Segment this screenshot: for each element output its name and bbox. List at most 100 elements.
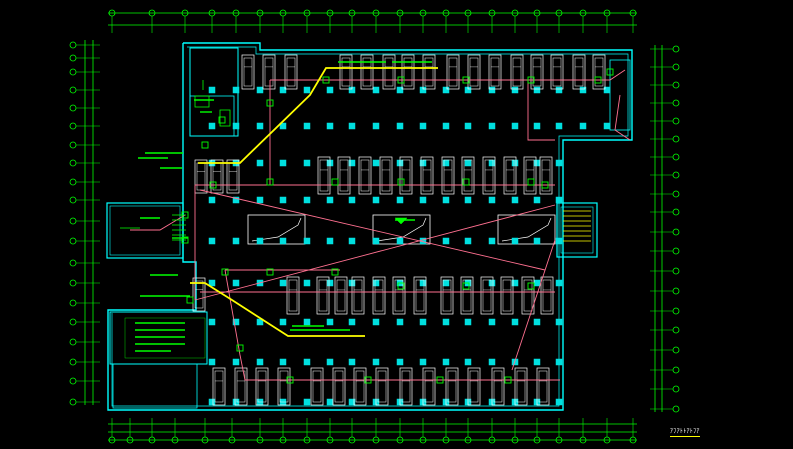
column (555, 86, 563, 94)
column (279, 279, 287, 287)
light-fixture (286, 376, 294, 384)
car-body (516, 370, 526, 403)
light-fixture (527, 76, 535, 84)
car-body (360, 159, 370, 192)
column (419, 279, 427, 287)
column (555, 237, 563, 245)
annotation-marks (120, 61, 432, 359)
column (464, 196, 472, 204)
column (348, 358, 356, 366)
vent-shaft (247, 214, 306, 245)
shaft-slope-line (501, 217, 552, 242)
parking-stall (255, 367, 269, 406)
column (208, 279, 216, 287)
cable-tray-run (198, 67, 438, 164)
column (419, 358, 427, 366)
axis-bubble (69, 159, 77, 167)
column (326, 196, 334, 204)
circuit-line (194, 204, 556, 301)
parking-stall (334, 276, 348, 315)
parking-stall (353, 367, 367, 406)
parking-stall (491, 367, 505, 406)
column (348, 398, 356, 406)
fire-light-symbol (394, 217, 408, 225)
parking-stall (413, 276, 427, 315)
axis-bubble (672, 99, 680, 107)
light-fixture (527, 282, 535, 290)
parking-stall (441, 156, 455, 195)
car-body (264, 57, 274, 87)
car-body (542, 279, 552, 312)
light-fixture (218, 116, 226, 124)
light-fixture (436, 376, 444, 384)
parking-stall (446, 54, 460, 90)
car-body (288, 279, 298, 312)
axis-bubble (69, 338, 77, 346)
car-body (312, 370, 322, 403)
column (464, 122, 472, 130)
axis-bubble (69, 141, 77, 149)
axis-bubble (672, 81, 680, 89)
circuit-line (511, 239, 556, 371)
parking-stall (317, 156, 331, 195)
column (396, 318, 404, 326)
car-body (525, 159, 535, 192)
column (555, 279, 563, 287)
axis-grid-dimensions (69, 9, 680, 444)
column (372, 237, 380, 245)
column (396, 86, 404, 94)
axis-bubble (69, 68, 77, 76)
power-room (189, 95, 235, 137)
axis-bubble (672, 405, 680, 413)
column (256, 358, 264, 366)
axis-bubble (69, 259, 77, 267)
parking-stall (572, 54, 586, 90)
column (533, 358, 541, 366)
column (279, 237, 287, 245)
column (533, 279, 541, 287)
column (208, 318, 216, 326)
distribution-panel (219, 109, 231, 127)
axis-bubble (672, 45, 680, 53)
column (303, 159, 311, 167)
shaft-slope-line (376, 217, 427, 242)
parking-stall (284, 54, 298, 90)
car-body (484, 159, 494, 192)
car-body (401, 159, 411, 192)
column (326, 122, 334, 130)
column (442, 279, 450, 287)
column (208, 196, 216, 204)
light-fixture (221, 268, 229, 276)
parking-stall (592, 54, 606, 90)
column (488, 318, 496, 326)
column (279, 122, 287, 130)
parking-stall (310, 367, 324, 406)
car-body (447, 370, 457, 403)
column (511, 196, 519, 204)
column (533, 86, 541, 94)
column (256, 237, 264, 245)
axis-bubble (672, 117, 680, 125)
column (555, 318, 563, 326)
circuit-line (224, 269, 560, 381)
column (326, 279, 334, 287)
column (442, 237, 450, 245)
car-body (512, 57, 522, 87)
parking-stall (422, 367, 436, 406)
column (511, 279, 519, 287)
parking-stall (192, 277, 206, 312)
parking-stall (503, 156, 517, 195)
light-fixture (527, 178, 535, 186)
car-body (374, 279, 384, 312)
column (303, 86, 311, 94)
column (488, 237, 496, 245)
parking-stall (316, 276, 330, 315)
parking-stall (461, 156, 475, 195)
axis-bubble (672, 287, 680, 295)
parking-stall (467, 367, 481, 406)
parking-stall (482, 156, 496, 195)
car-body (502, 279, 512, 312)
column (256, 122, 264, 130)
car-body (415, 279, 425, 312)
